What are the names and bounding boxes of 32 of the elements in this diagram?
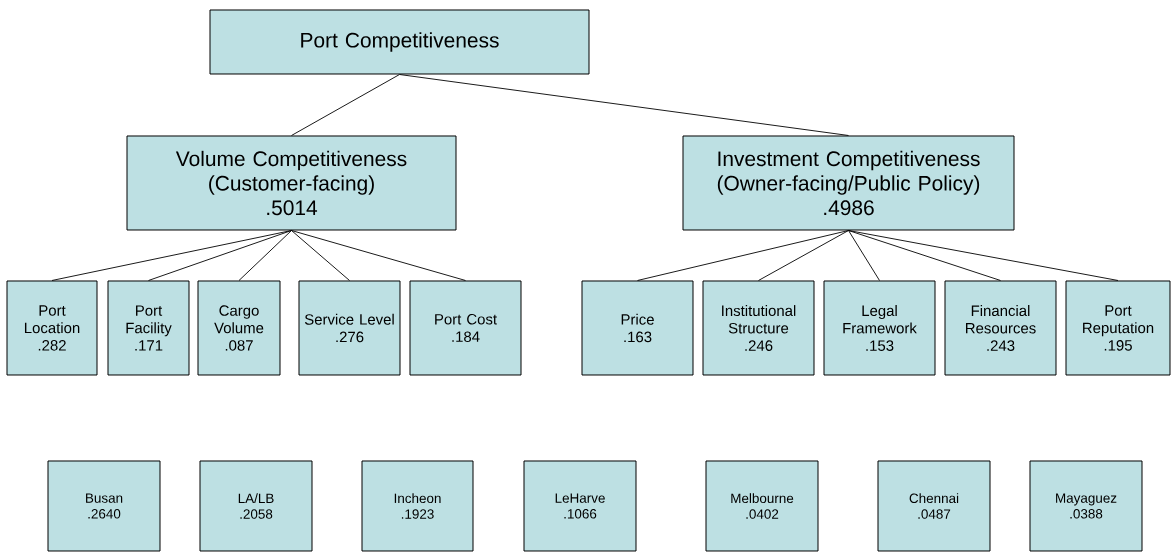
criterion-box: Port Location .282 [6, 280, 98, 376]
connector-line [848, 230, 880, 281]
criterion-box: Legal Framework .153 [823, 280, 936, 376]
connector-line [291, 230, 350, 281]
criterion-box: Port Facility .171 [107, 280, 190, 376]
connector-line [291, 74, 400, 136]
criterion-box: Institutional Structure .246 [702, 280, 815, 376]
port-box: Chennai .0487 [877, 460, 991, 552]
connector-line [399, 74, 849, 136]
category-box: Investment Competitiveness (Owner-facing/Public Policy) .4986 [682, 135, 1015, 231]
connector-line [51, 230, 292, 281]
port-box: LeHarve .1066 [523, 460, 637, 552]
port-box: Mayaguez .0388 [1029, 460, 1143, 552]
connector-line [148, 230, 292, 281]
criterion-box: Port Cost .184 [409, 280, 522, 376]
connector-line [238, 230, 292, 281]
criterion-box: Port Reputation .195 [1065, 280, 1171, 376]
criterion-box: Price .163 [581, 280, 694, 376]
goal-box: Port Competitiveness [209, 9, 590, 75]
port-box: LA/LB .2058 [199, 460, 313, 552]
port-box: Incheon .1923 [361, 460, 474, 552]
criterion-box: Financial Resources .243 [944, 280, 1057, 376]
port-box: Busan .2640 [47, 460, 161, 552]
connector-line [758, 230, 849, 281]
port-box: Melbourne .0402 [705, 460, 819, 552]
connector-line [291, 230, 466, 281]
criterion-box: Cargo Volume .087 [197, 280, 281, 376]
criterion-box: Service Level .276 [298, 280, 401, 376]
connector-line [637, 230, 849, 281]
category-box: Volume Competitiveness (Customer-facing) .5014 [126, 135, 457, 231]
connector-line [848, 230, 1119, 281]
connector-line [848, 230, 1001, 281]
